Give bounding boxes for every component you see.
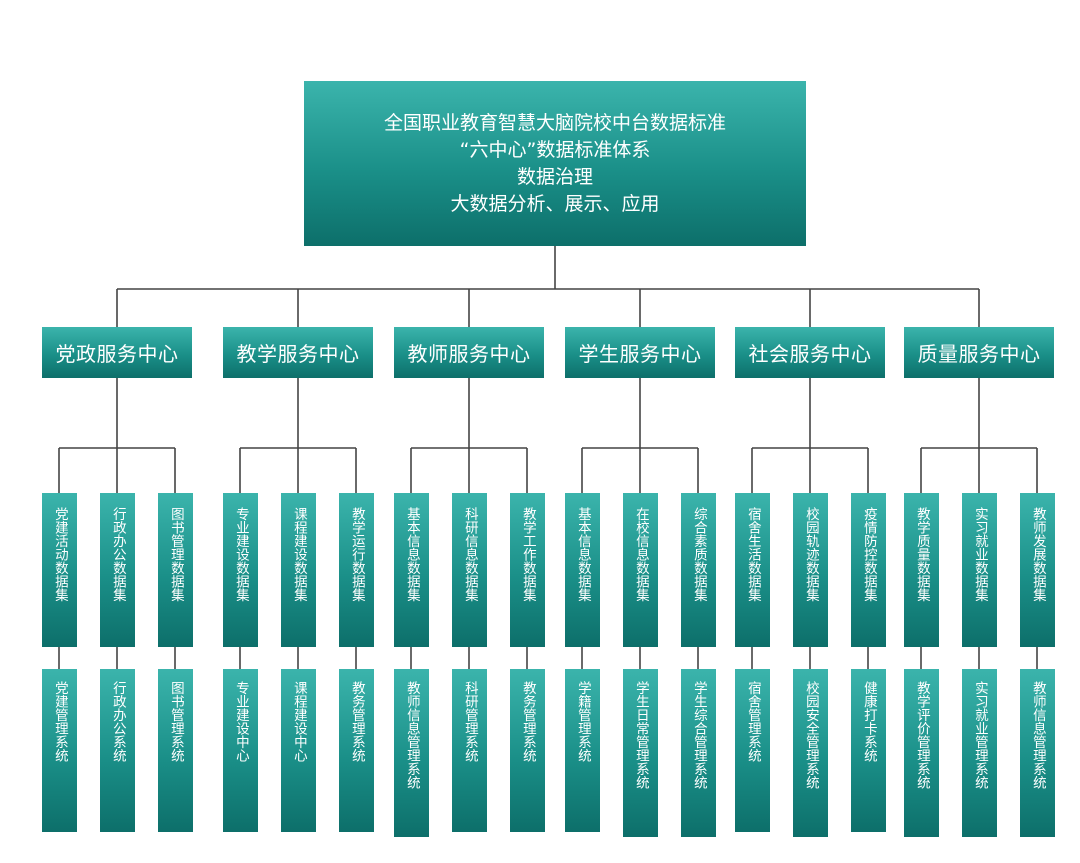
system-node: 教师信息管理系统 xyxy=(1019,669,1055,837)
dataset-node: 图书管理数据集 xyxy=(157,493,193,647)
dataset-label: 图书管理数据集 xyxy=(167,507,184,602)
dataset-node: 专业建设数据集 xyxy=(222,493,258,647)
dataset-node: 教学质量数据集 xyxy=(903,493,939,647)
system-node: 图书管理系统 xyxy=(157,669,193,832)
system-node: 健康打卡系统 xyxy=(850,669,886,832)
system-node: 学生日常管理系统 xyxy=(622,669,658,837)
dataset-label: 科研信息数据集 xyxy=(461,507,478,602)
dataset-label: 宿舍生活数据集 xyxy=(744,507,761,602)
service-center-node: 教师服务中心 xyxy=(394,327,544,378)
system-label: 课程建设中心 xyxy=(290,681,307,762)
system-label: 学生综合管理系统 xyxy=(690,681,707,789)
root-title-line: 全国职业教育智慧大脑院校中台数据标准 xyxy=(383,111,726,134)
system-node: 科研管理系统 xyxy=(451,669,487,832)
system-label: 教师信息管理系统 xyxy=(1029,681,1046,789)
system-label: 科研管理系统 xyxy=(461,681,478,762)
dataset-label: 实习就业数据集 xyxy=(971,507,988,602)
dataset-label: 在校信息数据集 xyxy=(632,507,649,602)
system-node: 课程建设中心 xyxy=(280,669,316,832)
dataset-label: 课程建设数据集 xyxy=(290,507,307,602)
system-label: 学生日常管理系统 xyxy=(632,681,649,789)
dataset-node: 校园轨迹数据集 xyxy=(792,493,828,647)
system-label: 教学评价管理系统 xyxy=(913,681,930,789)
dataset-node: 在校信息数据集 xyxy=(622,493,658,647)
system-node: 宿舍管理系统 xyxy=(734,669,770,832)
dataset-node: 综合素质数据集 xyxy=(680,493,716,647)
dataset-node: 疫情防控数据集 xyxy=(850,493,886,647)
system-node: 党建管理系统 xyxy=(41,669,77,832)
dataset-label: 党建活动数据集 xyxy=(51,507,68,602)
system-node: 行政办公系统 xyxy=(99,669,135,832)
dataset-label: 基本信息数据集 xyxy=(403,507,420,602)
system-label: 学籍管理系统 xyxy=(574,681,591,762)
dataset-node: 教学运行数据集 xyxy=(338,493,374,647)
system-node: 学籍管理系统 xyxy=(564,669,600,832)
system-label: 教师信息管理系统 xyxy=(403,681,420,789)
dataset-label: 综合素质数据集 xyxy=(690,507,707,602)
system-label: 图书管理系统 xyxy=(167,681,184,762)
dataset-node: 课程建设数据集 xyxy=(280,493,316,647)
system-label: 教务管理系统 xyxy=(519,681,536,762)
system-node: 专业建设中心 xyxy=(222,669,258,832)
service-center-node: 学生服务中心 xyxy=(565,327,715,378)
dataset-label: 基本信息数据集 xyxy=(574,507,591,602)
service-center-node: 质量服务中心 xyxy=(904,327,1054,378)
system-node: 学生综合管理系统 xyxy=(680,669,716,837)
service-center-node: 党政服务中心 xyxy=(42,327,192,378)
system-node: 教学评价管理系统 xyxy=(903,669,939,837)
dataset-label: 教学质量数据集 xyxy=(913,507,930,602)
dataset-node: 教师发展数据集 xyxy=(1019,493,1055,647)
dataset-label: 教学工作数据集 xyxy=(519,507,536,602)
dataset-node: 基本信息数据集 xyxy=(393,493,429,647)
dataset-label: 专业建设数据集 xyxy=(232,507,249,602)
dataset-label: 行政办公数据集 xyxy=(109,507,126,602)
system-node: 校园安全管理系统 xyxy=(792,669,828,837)
system-node: 教师信息管理系统 xyxy=(393,669,429,837)
system-label: 健康打卡系统 xyxy=(860,681,877,762)
dataset-label: 教学运行数据集 xyxy=(348,507,365,602)
system-label: 教务管理系统 xyxy=(348,681,365,762)
dataset-label: 疫情防控数据集 xyxy=(860,507,877,602)
dataset-node: 实习就业数据集 xyxy=(961,493,997,647)
dataset-label: 教师发展数据集 xyxy=(1029,507,1046,602)
root-title-line: 数据治理 xyxy=(516,165,593,188)
dataset-node: 党建活动数据集 xyxy=(41,493,77,647)
system-label: 行政办公系统 xyxy=(109,681,126,762)
service-center-node: 教学服务中心 xyxy=(223,327,373,378)
system-node: 实习就业管理系统 xyxy=(961,669,997,837)
dataset-node: 教学工作数据集 xyxy=(509,493,545,647)
dataset-node: 科研信息数据集 xyxy=(451,493,487,647)
system-node: 教务管理系统 xyxy=(509,669,545,832)
system-label: 实习就业管理系统 xyxy=(971,681,988,789)
dataset-node: 宿舍生活数据集 xyxy=(734,493,770,647)
root-node: 全国职业教育智慧大脑院校中台数据标准 “六中心”数据标准体系 数据治理 大数据分… xyxy=(304,81,806,246)
dataset-node: 行政办公数据集 xyxy=(99,493,135,647)
system-label: 专业建设中心 xyxy=(232,681,249,762)
dataset-label: 校园轨迹数据集 xyxy=(802,507,819,602)
root-title-line: 大数据分析、展示、应用 xyxy=(450,192,660,215)
system-label: 党建管理系统 xyxy=(51,681,68,762)
system-label: 校园安全管理系统 xyxy=(802,681,819,789)
root-title-line: “六中心”数据标准体系 xyxy=(459,138,651,161)
dataset-node: 基本信息数据集 xyxy=(564,493,600,647)
system-node: 教务管理系统 xyxy=(338,669,374,832)
system-label: 宿舍管理系统 xyxy=(744,681,761,762)
service-center-node: 社会服务中心 xyxy=(735,327,885,378)
